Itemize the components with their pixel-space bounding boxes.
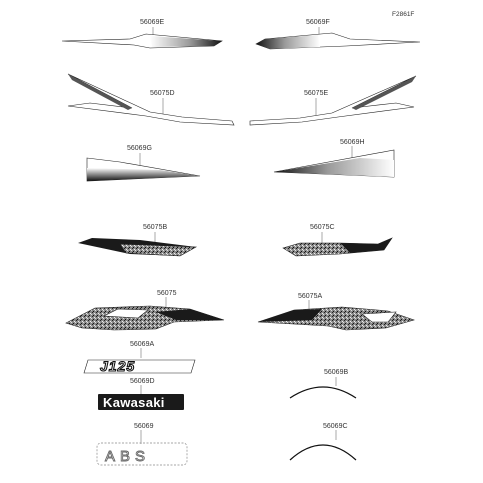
part-56069H[interactable]: 56069H — [273, 139, 395, 178]
model-logo-frame — [83, 359, 196, 374]
part-56075B[interactable]: 56075B — [78, 224, 198, 257]
decal-shading — [274, 158, 394, 177]
part-number-label: 56069H — [340, 139, 365, 146]
model-logo-text: J125 — [100, 358, 135, 374]
part-56075D[interactable]: 56075D — [67, 73, 235, 126]
decal-panel-left-texture — [119, 243, 198, 257]
part-56069B[interactable]: 56069B — [289, 369, 357, 399]
part-number-label: 56069 — [134, 423, 154, 430]
part-number-label: 56075 — [157, 290, 177, 297]
abs-logo-text: ABS — [105, 448, 150, 465]
part-number-label: 56069D — [130, 378, 155, 385]
part-number-label: 56075B — [143, 224, 167, 231]
decal-long-stripe-left — [67, 73, 235, 126]
decal-lower-left-window — [102, 308, 149, 319]
abs-logo-frame — [96, 442, 188, 466]
part-56069A[interactable]: 56069A J125 — [83, 341, 196, 375]
arc-stripe-lower — [289, 444, 357, 461]
part-56075[interactable]: 56075 — [65, 290, 225, 331]
part-number-label: 56069F — [306, 19, 330, 26]
part-number-label: 56069A — [130, 341, 154, 348]
part-56069G[interactable]: 56069G — [86, 145, 201, 182]
decal-shading — [87, 168, 200, 181]
part-number-label: 56075C — [310, 224, 335, 231]
brand-logo-plate — [98, 394, 184, 410]
figure-id: F2861F — [392, 11, 414, 18]
part-56075A[interactable]: 56075A — [257, 293, 415, 331]
part-56069F[interactable]: 56069F — [255, 19, 421, 50]
decal-lower-left-dark — [156, 309, 224, 320]
part-number-label: 56075A — [298, 293, 322, 300]
stripe-edge — [68, 74, 132, 110]
stripe-edge — [352, 76, 416, 110]
part-56075E[interactable]: 56075E — [249, 75, 417, 126]
part-number-label: 56069E — [140, 19, 164, 26]
part-56069D[interactable]: 56069D Kawasaki — [98, 378, 184, 410]
part-56069C[interactable]: 56069C — [289, 423, 357, 461]
part-number-label: 56069G — [127, 145, 152, 152]
part-56069[interactable]: 56069 ABS — [96, 423, 188, 466]
decal-long-stripe-right — [249, 75, 417, 126]
arc-stripe-upper — [289, 386, 357, 399]
decal-shading — [256, 35, 320, 49]
brand-logo-text: Kawasaki — [103, 395, 165, 410]
part-number-label: 56075E — [304, 90, 328, 97]
part-number-label: 56069C — [323, 423, 348, 430]
decal-lower-right-window — [361, 311, 397, 323]
part-56075C[interactable]: 56075C — [282, 224, 393, 257]
decal-lower-right-dark — [258, 309, 322, 322]
part-56069E[interactable]: 56069E — [61, 19, 223, 49]
decal-panel-right-dark — [340, 238, 392, 253]
part-number-label: 56069B — [324, 369, 348, 376]
part-number-label: 56075D — [150, 90, 175, 97]
decal-shading — [150, 36, 222, 47]
